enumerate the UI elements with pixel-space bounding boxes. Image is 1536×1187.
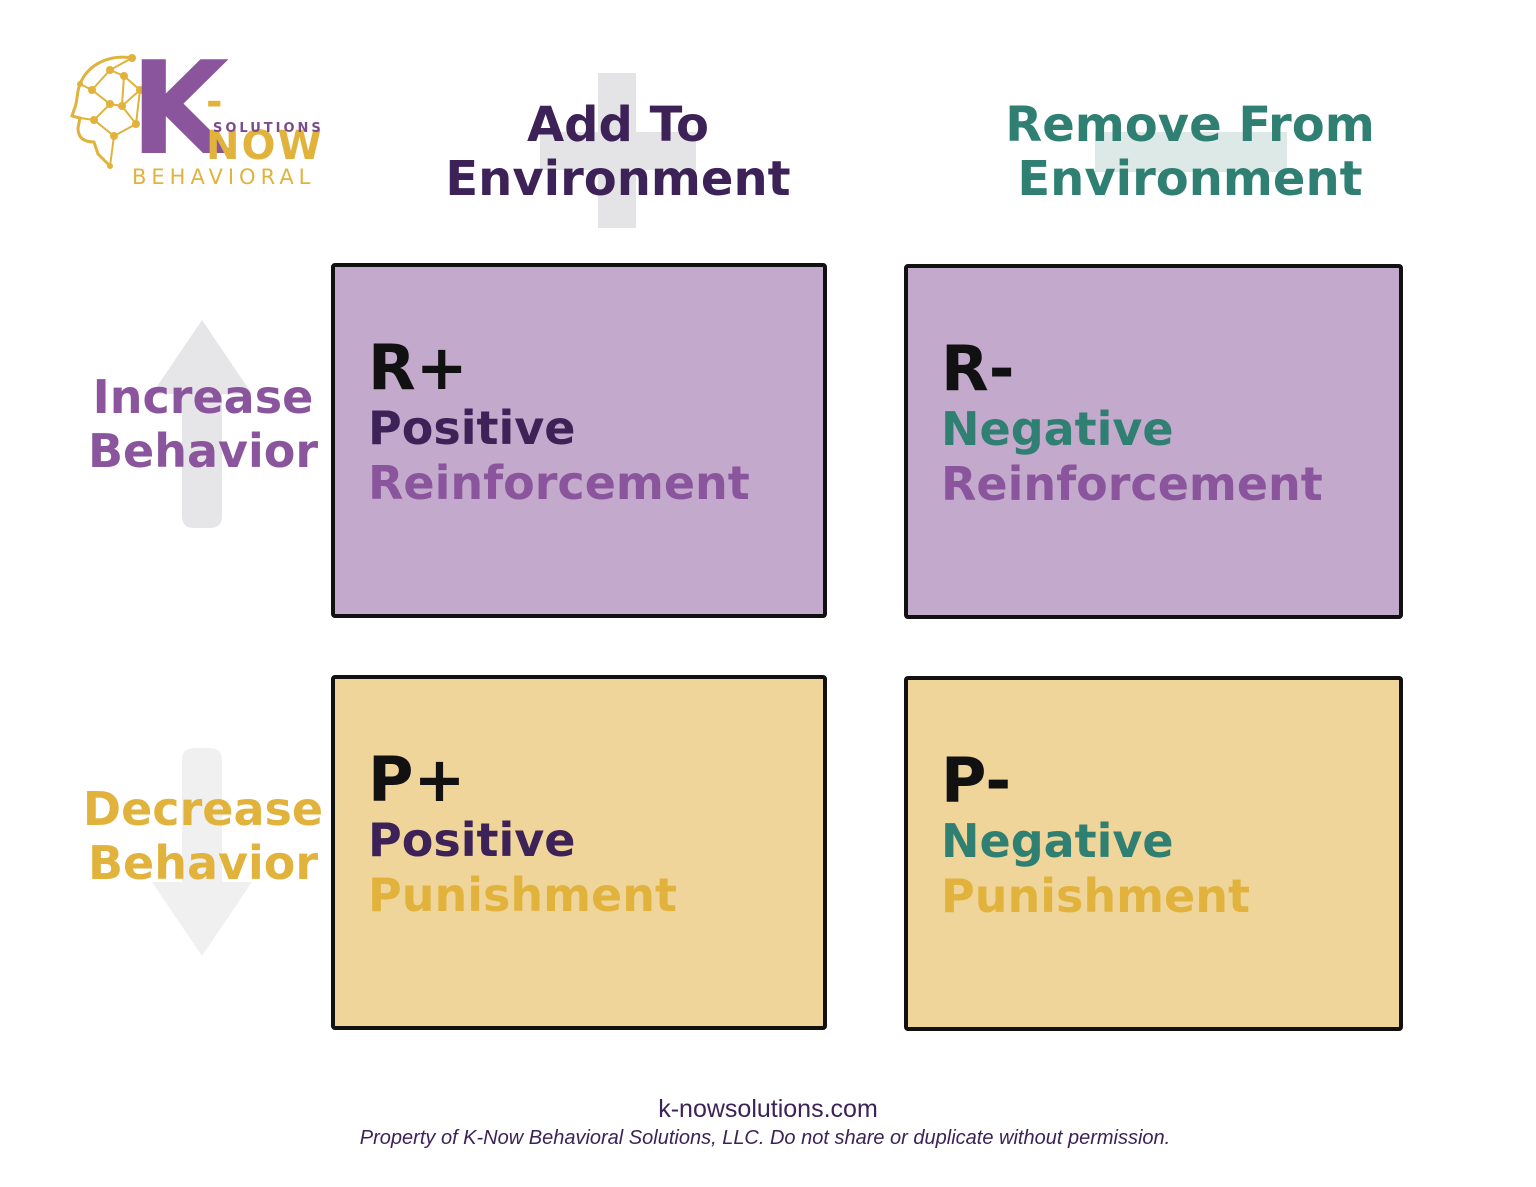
arrow-down-icon xyxy=(152,748,252,956)
card-word-punishment: Punishment xyxy=(368,868,677,922)
card-positive-punishment: P+ Positive Punishment xyxy=(331,675,827,1030)
minus-icon xyxy=(1095,132,1287,172)
logo-solutions-text: SOLUTIONS xyxy=(213,121,324,136)
row-label-increase: Increase Behavior xyxy=(72,370,334,478)
card-word-reinforcement: Reinforcement xyxy=(368,456,750,510)
arrow-up-icon xyxy=(152,320,252,528)
column-header-remove-line2: Environment xyxy=(1017,151,1363,207)
card-code: P+ xyxy=(368,743,466,816)
row-label-decrease-line2: Behavior xyxy=(87,836,319,890)
card-word-negative: Negative xyxy=(941,402,1174,456)
card-code: R+ xyxy=(368,331,468,404)
column-header-remove-line1: Remove From xyxy=(1005,97,1375,153)
row-label-increase-line2: Behavior xyxy=(87,424,319,478)
card-word-positive: Positive xyxy=(368,813,576,867)
card-negative-punishment: P- Negative Punishment xyxy=(904,676,1403,1031)
logo-k-letter: K xyxy=(130,35,230,184)
row-label-decrease-line1: Decrease xyxy=(82,782,324,836)
column-header-remove: Remove From Environment xyxy=(990,98,1390,206)
card-word-punishment: Punishment xyxy=(941,869,1250,923)
column-header-add-line2: Environment xyxy=(445,151,791,207)
card-positive-reinforcement: R+ Positive Reinforcement xyxy=(331,263,827,618)
column-header-add: Add To Environment xyxy=(418,98,818,206)
logo-behavioral-text: BEHAVIORAL xyxy=(132,165,316,189)
card-code: P- xyxy=(941,744,1012,817)
column-header-add-line1: Add To xyxy=(527,97,709,153)
card-negative-reinforcement: R- Negative Reinforcement xyxy=(904,264,1403,619)
plus-icon-bar xyxy=(540,132,696,170)
row-label-decrease: Decrease Behavior xyxy=(72,782,334,890)
logo-now-text: -NOW xyxy=(206,79,324,169)
head-network-icon xyxy=(70,54,144,169)
card-code: R- xyxy=(941,332,1015,405)
logo: K -NOW SOLUTIONS BEHAVIORAL xyxy=(70,35,340,198)
card-word-positive: Positive xyxy=(368,401,576,455)
card-word-negative: Negative xyxy=(941,814,1174,868)
footer-url: k-nowsolutions.com xyxy=(658,1095,878,1123)
row-label-increase-line1: Increase xyxy=(92,370,314,424)
card-word-reinforcement: Reinforcement xyxy=(941,457,1323,511)
footer-copyright-note: Property of K-Now Behavioral Solutions, … xyxy=(359,1127,1171,1149)
